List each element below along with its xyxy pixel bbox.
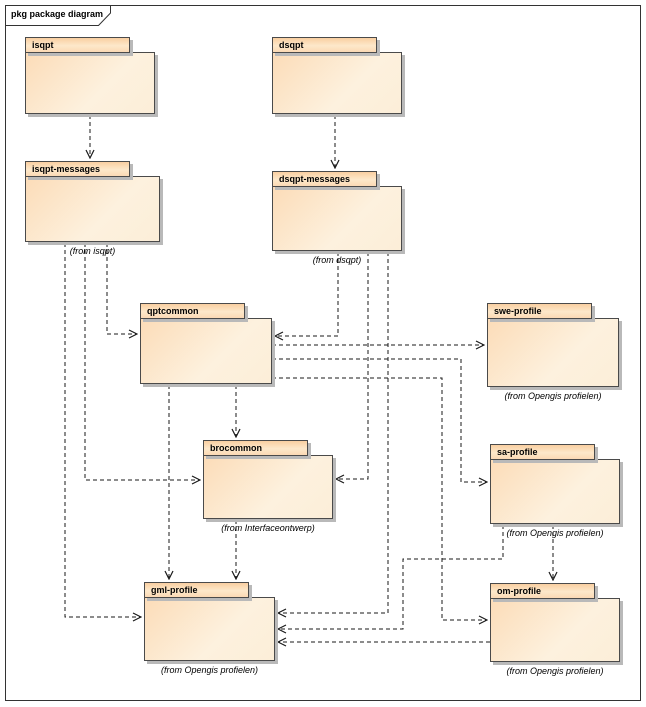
package-qptcommon[interactable]: qptcommon <box>140 303 272 384</box>
package-name: sa-profile <box>497 447 538 457</box>
frame-title-tab <box>5 5 111 26</box>
package-name: swe-profile <box>494 306 542 316</box>
package-tab: isqpt <box>25 37 130 53</box>
package-swe-profile[interactable]: swe-profile (from Opengis profielen) <box>487 303 619 401</box>
package-dsqpt[interactable]: dsqpt <box>272 37 402 114</box>
package-brocommon[interactable]: brocommon (from Interfaceontwerp) <box>203 440 333 533</box>
package-tab: gml-profile <box>144 582 249 598</box>
package-name: gml-profile <box>151 585 198 595</box>
edge-sa-profile-to-gml-profile[interactable] <box>278 525 504 629</box>
package-from-label: (from Opengis profielen) <box>504 391 602 401</box>
package-om-profile[interactable]: om-profile (from Opengis profielen) <box>490 583 620 676</box>
package-tab: sa-profile <box>490 444 595 460</box>
package-name: dsqpt-messages <box>279 174 351 184</box>
package-name: om-profile <box>497 586 541 596</box>
package-name: isqpt-messages <box>32 164 101 174</box>
package-tab: swe-profile <box>487 303 592 319</box>
package-body <box>272 52 402 114</box>
package-body <box>25 176 160 242</box>
edge-isqpt-messages-to-brocommon[interactable] <box>84 243 200 480</box>
edge-dsqpt-messages-to-qptcommon[interactable] <box>275 252 339 336</box>
package-body <box>487 318 619 387</box>
package-from-label: (from Opengis profielen) <box>160 665 259 675</box>
package-tab: dsqpt <box>272 37 377 53</box>
edge-dsqpt-messages-to-brocommon[interactable] <box>336 252 369 479</box>
package-from-label: (from isqpt) <box>69 246 116 256</box>
package-tab: om-profile <box>490 583 595 599</box>
package-from-label: (from Opengis profielen) <box>506 528 604 538</box>
package-body <box>272 186 402 251</box>
package-isqpt[interactable]: isqpt <box>25 37 155 114</box>
package-body <box>203 455 333 519</box>
package-from-label: (from Interfaceontwerp) <box>221 523 315 533</box>
package-body <box>490 459 620 524</box>
edge-isqpt-messages-to-gml-profile[interactable] <box>64 243 141 617</box>
package-from-label: (from Opengis profielen) <box>506 666 604 676</box>
edge-qptcommon-to-sa-profile[interactable] <box>272 358 487 482</box>
package-isqpt-messages[interactable]: isqpt-messages (from isqpt) <box>25 161 160 256</box>
package-name: dsqpt <box>279 40 304 50</box>
package-body <box>490 598 620 662</box>
package-gml-profile[interactable]: gml-profile (from Opengis profielen) <box>144 582 275 675</box>
package-sa-profile[interactable]: sa-profile (from Opengis profielen) <box>490 444 620 538</box>
package-tab: brocommon <box>203 440 308 456</box>
package-tab: qptcommon <box>140 303 245 319</box>
edge-qptcommon-to-om-profile[interactable] <box>272 377 487 620</box>
package-tab: isqpt-messages <box>25 161 130 177</box>
diagram-frame <box>5 5 641 701</box>
package-name: qptcommon <box>147 306 199 316</box>
edge-dsqpt-messages-to-gml-profile[interactable] <box>278 252 389 613</box>
package-body <box>25 52 155 114</box>
package-from-label: (from dsqpt) <box>312 255 362 265</box>
package-name: brocommon <box>210 443 263 453</box>
diagram-title: pkg package diagram <box>11 9 104 19</box>
package-tab: dsqpt-messages <box>272 171 377 187</box>
package-name: isqpt <box>32 40 54 50</box>
package-body <box>144 597 275 661</box>
edge-isqpt-messages-to-qptcommon[interactable] <box>106 243 137 334</box>
package-dsqpt-messages[interactable]: dsqpt-messages (from dsqpt) <box>272 171 402 265</box>
package-body <box>140 318 272 384</box>
